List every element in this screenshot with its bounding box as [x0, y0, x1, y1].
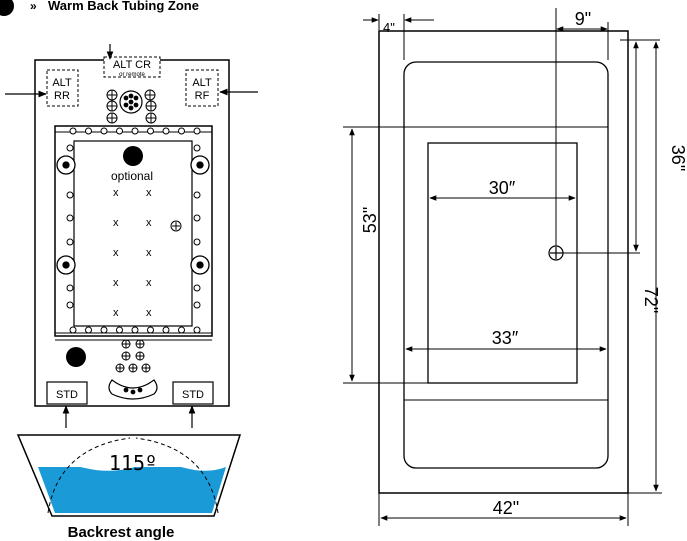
right-panel-labels: 4" 9" 36" 53" 30″ 72" 33″ 42": [360, 9, 687, 518]
alt-rf-box: [185, 69, 219, 107]
air-hole: [193, 284, 201, 292]
svg-text:x: x: [146, 217, 152, 229]
foot-jets: [115, 339, 151, 373]
air-hole: [131, 127, 139, 135]
angle-value: 115º: [109, 451, 157, 475]
svg-text:x: x: [146, 187, 152, 199]
air-hole: [193, 127, 201, 135]
svg-text:x: x: [146, 277, 152, 289]
air-hole: [116, 326, 123, 334]
right-panel: [343, 8, 662, 526]
air-hole: [85, 127, 92, 135]
left-panel: E » Warm Back Tubing Zone ALT CR or remo…: [0, 0, 258, 541]
alt-rf-line2: RF: [195, 90, 210, 102]
head-jets: [106, 89, 157, 124]
alt-rr-line1: ALT: [52, 77, 72, 89]
air-hole: [66, 301, 74, 309]
zone-a-letter: A: [128, 149, 138, 164]
dim-53-label: 53": [360, 207, 380, 233]
control-knob-icon: [119, 90, 143, 114]
air-hole: [193, 326, 201, 334]
dim-42-label: 42": [493, 498, 519, 518]
air-hole: [66, 284, 74, 292]
air-jet-holes: [66, 127, 201, 334]
double-chevron-icon: »: [30, 0, 37, 13]
air-hole: [66, 238, 74, 246]
backrest-caption: Backrest angle: [68, 524, 175, 541]
dim-72-label: 72": [641, 287, 661, 313]
tub-outline: [34, 59, 230, 407]
zone-a-optional: optional: [111, 169, 153, 183]
std-left-label: STD: [56, 389, 78, 401]
std-right-box: [172, 381, 214, 405]
air-hole: [193, 301, 201, 309]
zone-c-badge: [66, 347, 86, 367]
zone-title-group: E » Warm Back Tubing Zone: [0, 0, 199, 16]
svg-text:x: x: [146, 247, 152, 259]
zone-c-letter: C: [71, 350, 81, 365]
std-right-label: STD: [182, 389, 204, 401]
air-hole: [193, 144, 201, 152]
air-hole: [66, 191, 74, 199]
dim-9-label: 9": [575, 9, 591, 29]
air-hole: [162, 127, 170, 135]
zone-a-area: [73, 140, 193, 327]
side-jets: [56, 155, 210, 275]
backrest-angle-figure: 115º: [16, 434, 242, 517]
water-fill: [38, 467, 226, 513]
basin-outline: [54, 125, 213, 337]
alt-cr-box: [103, 56, 161, 78]
air-hole: [69, 326, 77, 334]
alt-rr-box: [46, 69, 79, 107]
air-hole: [100, 127, 108, 135]
zone-e-badge: [0, 0, 14, 16]
air-hole: [178, 127, 185, 135]
tub-profile: [16, 434, 242, 517]
svg-text:x: x: [113, 247, 119, 259]
x-markers: x x x x x x x x x x: [113, 187, 152, 319]
alt-cr-label: ALT CR: [113, 59, 151, 71]
air-hole: [147, 127, 154, 135]
dim-30-label: 30″: [489, 178, 516, 198]
svg-text:x: x: [146, 307, 152, 319]
dim-4-label: 4": [383, 20, 395, 35]
deck-outline: [378, 30, 629, 494]
svg-text:x: x: [113, 217, 119, 229]
zone-e-letter: E: [2, 0, 10, 14]
zone-title: Warm Back Tubing Zone: [48, 0, 199, 13]
std-left-box: [46, 381, 88, 405]
dim-33-label: 33″: [492, 328, 519, 348]
zone-a-badge: [123, 146, 143, 166]
air-hole: [193, 214, 201, 222]
air-hole: [116, 127, 123, 135]
alt-rf-line1: ALT: [192, 77, 212, 89]
air-hole: [66, 144, 74, 152]
air-hole: [162, 326, 170, 334]
air-hole: [193, 191, 201, 199]
backrest-arc-left: [47, 437, 131, 514]
backrest-arc-right: [135, 437, 219, 514]
air-hole: [100, 326, 108, 334]
air-hole: [193, 238, 201, 246]
air-hole: [131, 326, 139, 334]
basin-outline: [403, 61, 609, 469]
air-hole: [66, 214, 74, 222]
air-hole: [85, 326, 92, 334]
floor-outline: [427, 142, 578, 384]
svg-text:x: x: [113, 187, 119, 199]
dim-36-label: 36": [668, 145, 687, 171]
svg-text:x: x: [113, 307, 119, 319]
air-hole: [69, 127, 77, 135]
svg-text:x: x: [113, 277, 119, 289]
air-hole: [147, 326, 154, 334]
alt-rr-line2: RR: [54, 90, 70, 102]
drain-icon: [170, 220, 182, 232]
air-hole: [178, 326, 185, 334]
air-space: [18, 435, 236, 471]
alt-cr-sublabel: or remote: [119, 72, 145, 78]
footrest-icon: [108, 379, 158, 400]
head-control-cluster: [119, 90, 143, 114]
